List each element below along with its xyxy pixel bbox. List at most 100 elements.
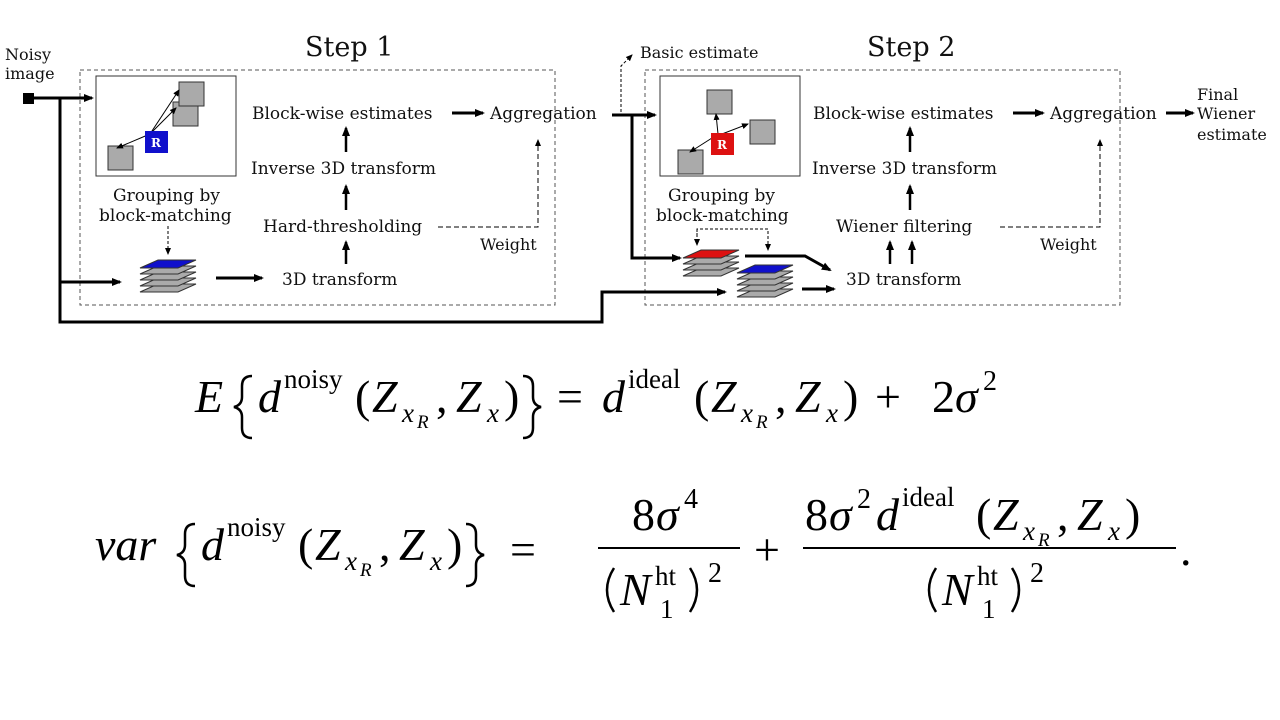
red-stack-to-transform-arrow [745,254,832,272]
eq1-Z2: Z [456,371,482,422]
eq2-frac2-N-sup: ht [977,561,999,591]
eq2-frac2-comma: , [1057,489,1069,540]
aggregation-to-stack2-arrow [630,115,682,262]
step2-grouping-line1: Grouping by [668,186,775,206]
output-line3: estimate [1197,125,1267,144]
input-to-step2-line [58,282,727,324]
eq2-sub-x2: x [429,546,442,576]
eq2-frac1-den-exp: 2 [708,558,722,589]
eq1-lparen2: ( [694,371,709,422]
eq2-frac1-den-rparen [688,567,699,613]
eq2-d: d [201,519,225,570]
eq1-plus: + [875,371,901,422]
eq1-rparen2: ) [843,371,858,422]
eq2-frac2-den-lparen [927,567,938,613]
eq2-frac2-d: d [876,489,900,540]
match-line [149,107,177,135]
gray-block [677,149,704,175]
match-line [713,113,720,135]
eq1-right-brace [522,374,542,440]
eq2-frac1-den-lparen [605,567,616,613]
eq1-d-ideal: d [602,371,626,422]
eq2-frac2-lparen: ( [976,489,991,540]
step1-weight-dashed [438,139,541,228]
eq2-frac2-coef: 8 [805,489,828,540]
eq2-Z: Z [315,519,341,570]
eq1-rparen: ) [504,371,519,422]
eq1-sub-x2: x [486,398,499,428]
eq1-sub-x3: x [740,398,753,428]
output-line2: Wiener [1197,104,1256,123]
eq2-frac2-Z: Z [993,489,1019,540]
input-label-line1: Noisy [5,45,51,64]
step1-inverse-3d-transform: Inverse 3D transform [251,159,436,179]
basic-estimate-dashed [620,54,633,112]
step2-title: Step 2 [867,32,955,63]
eq2-var: var [95,519,157,570]
eq2-frac2-sigma: σ [829,489,854,540]
eq1-sub-x: x [401,398,414,428]
step2-blue-block-stack [736,264,794,298]
eq2-period: . [1180,524,1192,575]
eq2-frac2-N-sub: 1 [982,594,996,624]
reference-block-label: R [151,136,162,150]
eq2-left-brace [176,522,196,588]
gray-block [178,81,205,107]
equations: E d noisy ( Z x R , Z x ) = d ideal ( Z … [95,364,1192,624]
step1-box [79,69,556,306]
match-line [689,137,713,153]
eq1-noisy: noisy [284,364,343,394]
step2-red-block-stack [682,249,740,277]
eq1-sub-x4: x [825,398,838,428]
eq2-plus: + [754,524,780,575]
eq1-sub-R2: R [755,412,768,433]
gray-block [107,145,134,171]
eq1-left-brace [233,374,253,440]
eq2-frac2-rparen: ) [1125,489,1140,540]
eq2-frac1-coef: 8 [632,489,655,540]
eq2-frac2-sub-x2: x [1107,516,1120,546]
eq2-frac1-N: N [619,564,653,615]
step2-aggregation: Aggregation [1049,104,1157,124]
step2-wiener-filtering: Wiener filtering [836,217,972,237]
eq1-sigma: σ [955,371,980,422]
eq2-frac1-N-sub: 1 [660,594,674,624]
step1-block-stack [139,259,197,293]
match-line [116,133,151,149]
eq1-lparen: ( [355,371,370,422]
step1-grouping-line2: block-matching [99,206,232,226]
step2-3d-transform: 3D transform [846,270,961,290]
step2-weight-dashed [1000,139,1103,228]
eq2-noisy: noisy [227,512,286,542]
variance-equation: var d noisy ( Z x R , Z x ) = 8 σ 4 N ht… [95,482,1192,624]
reference-block [711,133,734,155]
step2-inverse-3d-transform: Inverse 3D transform [812,159,997,179]
eq1-E: E [194,371,223,422]
step1-aggregation: Aggregation [489,104,597,124]
eq2-frac2-den-exp: 2 [1030,558,1044,589]
eq1-Z4: Z [795,371,821,422]
eq2-frac1-sigma-exp: 4 [684,484,698,515]
reference-block [145,131,168,153]
eq2-right-brace [465,522,485,588]
input-node [23,93,34,104]
step2-box [644,69,1121,306]
reference-block-label: R [717,138,728,152]
eq1-comma: , [436,371,448,422]
eq2-lparen: ( [298,519,313,570]
step2-weight: Weight [1040,235,1097,254]
eq1-equals: = [557,371,583,422]
output-line1: Final [1197,85,1238,104]
eq1-ideal: ideal [628,364,680,394]
eq2-sub-x: x [344,546,357,576]
eq2-sub-R: R [359,560,372,581]
match-line [149,89,180,135]
expectation-equation: E d noisy ( Z x R , Z x ) = d ideal ( Z … [194,364,997,440]
step2-block-estimates: Block-wise estimates [813,104,994,124]
gray-block [706,89,733,115]
eq2-frac1-sigma: σ [656,489,681,540]
eq1-Z: Z [372,371,398,422]
gray-block [749,119,776,145]
bm3d-flow-diagram: Step 1 Step 2 Noisy image R Grouping by … [5,32,1267,324]
eq1-d: d [258,371,282,422]
